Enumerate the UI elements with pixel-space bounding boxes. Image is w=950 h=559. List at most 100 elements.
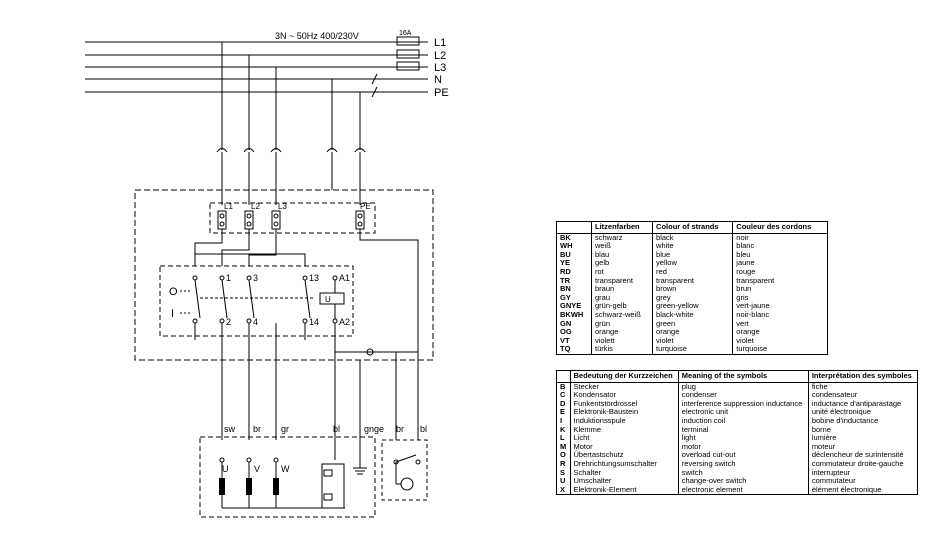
table-cell: electronic element xyxy=(677,485,809,495)
table-cell: BU xyxy=(560,249,571,259)
table-cell: Funkentstördrossel xyxy=(569,399,679,409)
contact-bottom-2: 2 xyxy=(226,317,231,327)
table-cell: U xyxy=(560,476,566,486)
contact-top-13: 13 xyxy=(309,273,319,283)
line-label-l1: L1 xyxy=(434,37,446,49)
table-cell: condenser xyxy=(677,391,809,400)
table-cell: BK xyxy=(560,232,571,242)
contact-bottom-14: 14 xyxy=(309,317,319,327)
contact-top-3: 3 xyxy=(253,273,258,283)
colour-legend-table: Litzenfarben Colour of strands Couleur d… xyxy=(556,221,828,355)
table-cell: brown xyxy=(652,285,733,294)
table-cell: change-over switch xyxy=(677,477,809,486)
switch-position-on: I xyxy=(171,308,174,320)
terminal-clamps xyxy=(217,210,365,230)
table-cell: élément électronique xyxy=(807,485,918,495)
table-header-row: Bedeutung der Kurzzeichen Meaning of the… xyxy=(556,370,918,383)
table-cell: orange xyxy=(652,328,733,337)
table-cell: gris xyxy=(732,293,828,303)
table-cell: unité électronique xyxy=(807,408,918,417)
wire-label-br: br xyxy=(253,424,261,434)
table-cell: inductance d'antiparastage xyxy=(807,399,918,409)
table-cell: GNYE xyxy=(560,301,582,311)
table-cell: reversing switch xyxy=(677,459,809,469)
table-cell: borne xyxy=(807,425,918,435)
table-cell: electronic unit xyxy=(677,408,809,417)
table-cell: violett xyxy=(591,336,653,346)
table-cell: Drehrichtungsumschalter xyxy=(569,459,679,469)
table-cell: interrupteur xyxy=(807,468,918,478)
terminal-label-l2: L2 xyxy=(251,202,260,211)
contact-top-a1: A1 xyxy=(339,273,350,283)
table-cell: WH xyxy=(560,241,573,251)
table-cell: black xyxy=(652,233,733,243)
table-cell: E xyxy=(560,407,566,417)
line-label-pe: PE xyxy=(434,87,449,99)
table-cell: türkis xyxy=(591,344,653,355)
table-cell: bleu xyxy=(732,250,828,260)
table-cell: plug xyxy=(677,382,809,392)
wire-label-bl: bl xyxy=(333,424,340,434)
table-header: Couleur des cordons xyxy=(732,221,828,234)
table-cell: black-white xyxy=(652,310,733,320)
table-cell: YE xyxy=(560,258,571,268)
symbol-legend-table: Bedeutung der Kurzzeichen Meaning of the… xyxy=(556,370,918,496)
table-cell: Licht xyxy=(569,434,679,443)
table-cell: overload cut-out xyxy=(677,451,809,460)
table-cell: R xyxy=(560,458,566,468)
table-cell: déclencheur de surintensité xyxy=(807,451,918,460)
table-cell: grau xyxy=(591,293,653,303)
table-cell: Motor xyxy=(569,442,679,452)
motor-terminal-w: W xyxy=(281,464,290,474)
switch-position-off: O xyxy=(169,286,178,298)
aux-switch xyxy=(393,454,421,491)
table-cell: transparent xyxy=(591,276,653,286)
table-cell: noir-blanc xyxy=(732,310,828,320)
table-cell: BN xyxy=(560,284,571,294)
wire-label-br-2: br xyxy=(396,424,404,434)
table-cell: Induktionsspule xyxy=(569,416,679,426)
table-cell: motor xyxy=(677,442,809,452)
table-cell: switch xyxy=(677,468,809,478)
table-cell: Klemme xyxy=(569,425,679,435)
table-cell: B xyxy=(560,381,566,391)
table-header: Colour of strands xyxy=(652,221,733,234)
table-cell: grey xyxy=(652,293,733,303)
terminal-label-l3: L3 xyxy=(278,202,287,211)
table-cell: moteur xyxy=(807,442,918,452)
winding-v xyxy=(246,478,252,495)
table-cell: jaune xyxy=(732,259,828,268)
table-cell: red xyxy=(652,267,733,277)
table-cell: Umschalter xyxy=(569,477,679,486)
junction-node xyxy=(366,348,374,356)
fuse-l3 xyxy=(396,61,420,71)
fuse-l2 xyxy=(396,49,420,59)
table-cell: induction coil xyxy=(677,416,809,426)
table-cell: orange xyxy=(591,328,653,337)
table-header: Bedeutung der Kurzzeichen xyxy=(569,370,679,383)
contact-top-1: 1 xyxy=(226,273,231,283)
table-header xyxy=(556,221,592,234)
table-cell: OG xyxy=(560,327,572,337)
contact-bottom-4: 4 xyxy=(253,317,258,327)
terminal-block xyxy=(209,202,376,234)
table-cell: vert-jaune xyxy=(732,302,828,311)
table-header xyxy=(556,370,570,383)
table-cell: gelb xyxy=(591,259,653,268)
